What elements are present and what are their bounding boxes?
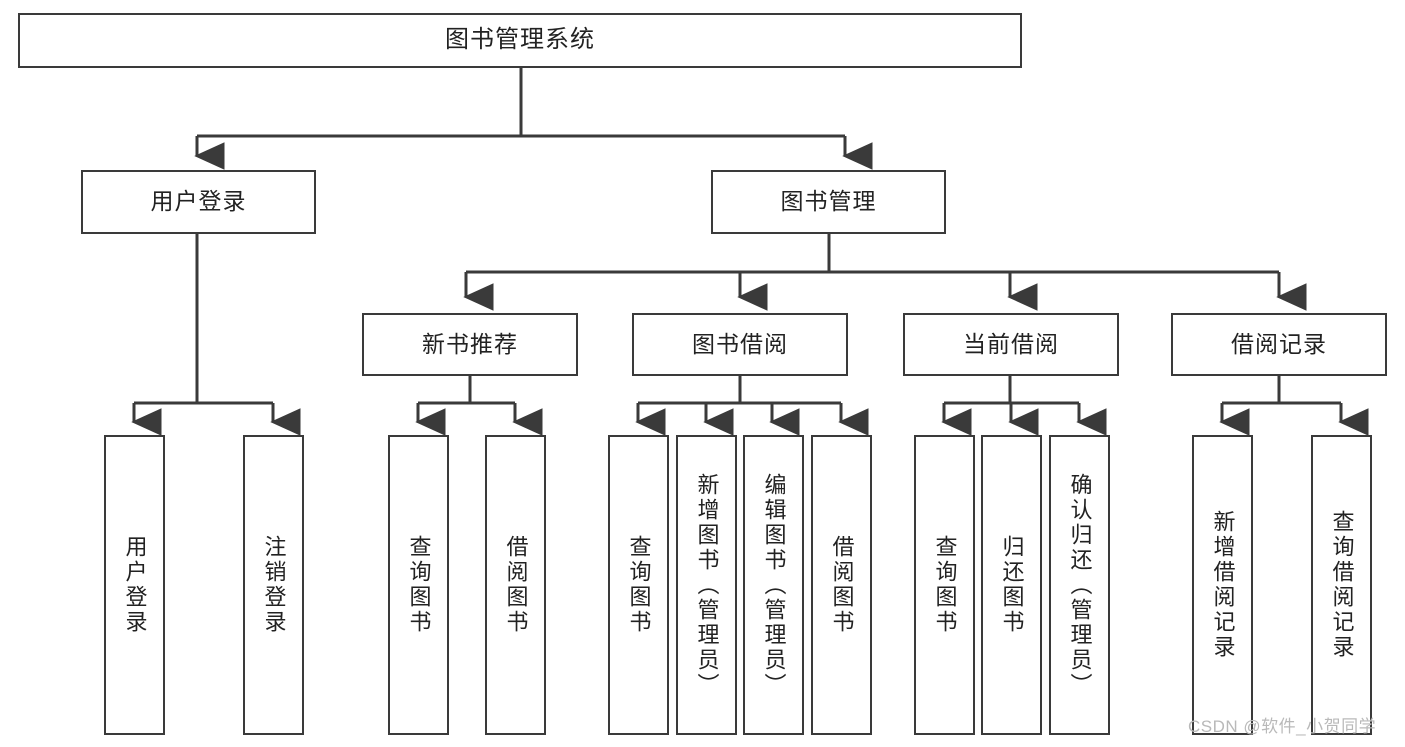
leaf-current-borrow-confirm-return[interactable]: 确认归还（管理员） (1049, 435, 1110, 735)
node-current-borrow[interactable]: 当前借阅 (903, 313, 1119, 376)
leaf-new-book-query[interactable]: 查询图书 (388, 435, 449, 735)
leaf-book-borrow-edit[interactable]: 编辑图书（管理员） (743, 435, 804, 735)
watermark-text: CSDN @软件_小贺同学 (1188, 717, 1377, 736)
node-borrow-record[interactable]: 借阅记录 (1171, 313, 1387, 376)
leaf-borrow-record-add[interactable]: 新增借阅记录 (1192, 435, 1253, 735)
leaf-borrow-record-query[interactable]: 查询借阅记录 (1311, 435, 1372, 735)
node-root-system[interactable]: 图书管理系统 (18, 13, 1022, 68)
leaf-book-borrow-borrow[interactable]: 借阅图书 (811, 435, 872, 735)
leaf-book-borrow-query[interactable]: 查询图书 (608, 435, 669, 735)
leaf-current-borrow-query[interactable]: 查询图书 (914, 435, 975, 735)
leaf-new-book-borrow[interactable]: 借阅图书 (485, 435, 546, 735)
node-book-management[interactable]: 图书管理 (711, 170, 946, 234)
node-book-borrow[interactable]: 图书借阅 (632, 313, 848, 376)
node-user-login[interactable]: 用户登录 (81, 170, 316, 234)
node-new-book-recommend[interactable]: 新书推荐 (362, 313, 578, 376)
leaf-current-borrow-return[interactable]: 归还图书 (981, 435, 1042, 735)
leaf-book-borrow-add[interactable]: 新增图书（管理员） (676, 435, 737, 735)
leaf-user-login-signout[interactable]: 注销登录 (243, 435, 304, 735)
leaf-user-login-signin[interactable]: 用户登录 (104, 435, 165, 735)
